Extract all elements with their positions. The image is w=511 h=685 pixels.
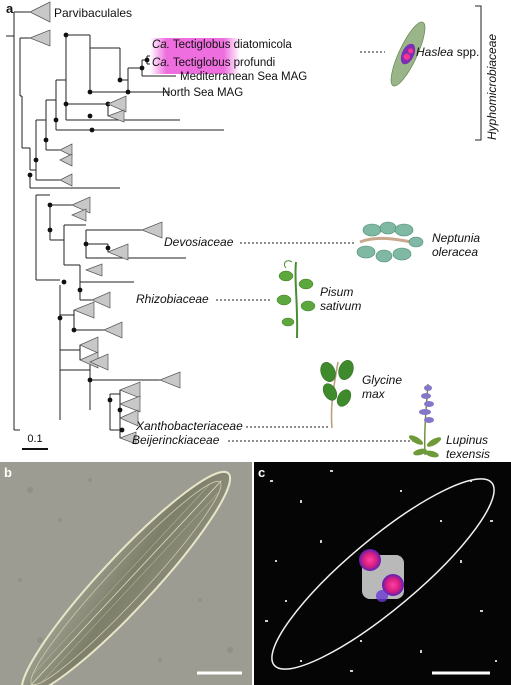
tree-nodes (27, 32, 150, 433)
collapsed-clades (29, 1, 181, 445)
haslea-diatom-icon (390, 21, 426, 87)
label-neptunia-2: oleracea (432, 245, 478, 259)
label-tectiglobus-diatomicola: Ca. Tectiglobus diatomicola (152, 39, 292, 51)
label-tectiglobus-profundi: Ca. Tectiglobus profundi (152, 57, 275, 69)
tectiglobus-highlight (150, 38, 240, 74)
label-glycine-2: max (362, 387, 386, 401)
phylogenetic-tree (6, 11, 224, 438)
label-devosiaceae: Devosiaceae (164, 235, 234, 249)
diatom-brightfield-image (20, 470, 232, 685)
lupinus-plant-icon (408, 383, 442, 458)
label-hyphomicrobiaceae: Hyphomicrobiaceae (485, 34, 499, 140)
fish-signal-cluster (359, 549, 404, 602)
label-rhizobiaceae: Rhizobiaceae (136, 292, 209, 306)
panel-c-background-particles (265, 470, 497, 672)
panel-b-label: b (4, 465, 12, 480)
label-beijerinckiaceae: Beijerinckiaceae (132, 433, 220, 447)
panel-b: b (0, 462, 252, 685)
label-mediterranean-mag: Mediterranean Sea MAG (180, 71, 307, 83)
pisum-plant-icon (276, 260, 316, 339)
label-glycine-1: Glycine (362, 373, 402, 387)
neptunia-plant-icon (356, 221, 424, 263)
panel-a-label: a (6, 1, 14, 16)
diatom-outline (271, 478, 495, 670)
label-lupinus-1: Lupinus (446, 433, 488, 447)
label-pisum-1: Pisum (320, 285, 353, 299)
label-pisum-2: sativum (320, 299, 361, 313)
label-parvibaculales: Parvibaculales (54, 6, 132, 20)
label-lupinus-2: texensis (446, 447, 490, 461)
panel-c: c (254, 462, 511, 685)
panel-c-label: c (258, 465, 265, 480)
label-neptunia-1: Neptunia (432, 231, 480, 245)
panel-a: a (6, 1, 499, 461)
hyphomicrobiaceae-bracket (475, 5, 482, 141)
label-north-sea-mag: North Sea MAG (162, 87, 243, 99)
scale-bar-label: 0.1 (27, 433, 42, 445)
label-haslea: Haslea spp. (416, 45, 479, 59)
label-xanthobacteriaceae: Xanthobacteriaceae (135, 419, 243, 433)
glycine-plant-icon (320, 360, 354, 429)
